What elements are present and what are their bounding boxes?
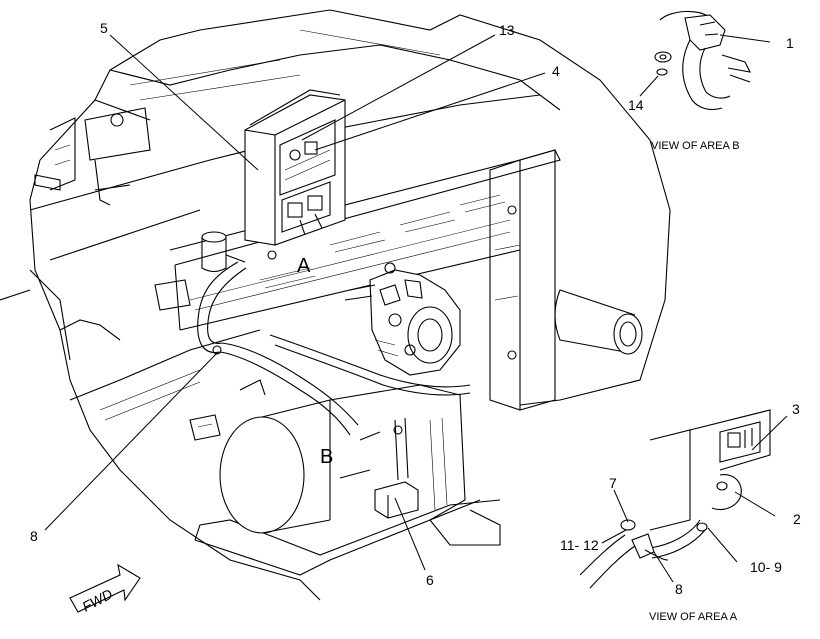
view-captions: VIEW OF AREA B VIEW OF AREA A (649, 140, 740, 623)
harness-loop (197, 261, 471, 436)
callout-1: 1 (786, 35, 794, 51)
callout-2: 2 (793, 511, 801, 527)
lower-bracket (339, 417, 419, 519)
leader-lines (44, 34, 788, 583)
callout-13: 13 (499, 22, 515, 38)
callout-11-12: 11- 12 (560, 537, 599, 553)
detail-a (579, 409, 771, 589)
callout-8-detail: 8 (675, 581, 683, 597)
callout-6: 6 (426, 572, 434, 588)
center-rail (169, 149, 561, 411)
callout-7: 7 (609, 475, 617, 491)
fwd-arrow (69, 563, 141, 613)
detail-b (654, 10, 751, 111)
caption-view-area-b: VIEW OF AREA B (651, 140, 740, 152)
callout-labels: 5 13 4 1 14 3 2 10- 9 7 11- 12 8 8 6 (30, 20, 801, 597)
pump-assembly (344, 262, 461, 376)
callout-5: 5 (100, 20, 108, 36)
lower-cylinder (154, 279, 466, 534)
control-box (244, 89, 346, 260)
machine-frame (0, 9, 671, 601)
area-b-marker: B (320, 446, 333, 468)
callout-8-main: 8 (30, 528, 38, 544)
area-a-marker: A (297, 255, 311, 277)
callout-14: 14 (628, 97, 644, 113)
caption-view-area-a: VIEW OF AREA A (649, 611, 738, 623)
left-bracket (34, 107, 151, 206)
area-markers: A B (297, 255, 333, 468)
left-sensor (201, 231, 246, 273)
exhaust-pipe (554, 289, 643, 355)
callout-4: 4 (552, 63, 560, 79)
callout-10-9: 10- 9 (750, 559, 782, 575)
callout-3: 3 (792, 401, 800, 417)
